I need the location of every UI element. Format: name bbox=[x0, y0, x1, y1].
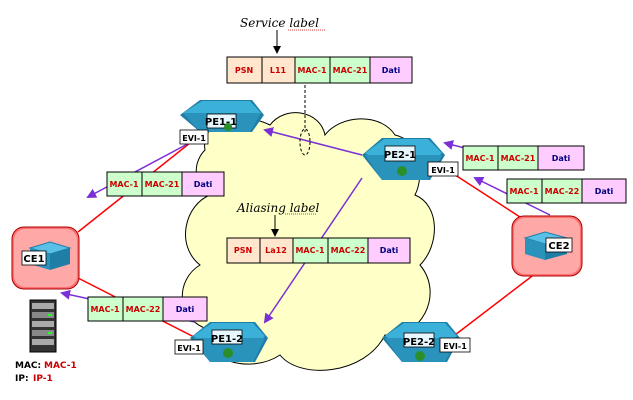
host-mac-key: MAC: bbox=[15, 361, 41, 371]
switch-ce1-label: CE1 bbox=[23, 254, 44, 265]
service-packet: PSN L11 MAC-1 MAC-21 Dati bbox=[226, 56, 413, 84]
left-bottom-cell-mac-dst: MAC-22 bbox=[126, 305, 161, 314]
service-cell-mac-src: MAC-1 bbox=[297, 66, 327, 75]
aliasing-label-title: Aliasing label bbox=[236, 201, 319, 215]
service-cell-psn: PSN bbox=[235, 66, 253, 75]
aliasing-packet: PSN La12 MAC-1 MAC-22 Dati bbox=[226, 237, 411, 264]
service-cell-mac-dst: MAC-21 bbox=[333, 66, 368, 75]
router-pe1-2: PE1-2 EVI-1 bbox=[174, 322, 268, 362]
switch-ce1: CE1 bbox=[11, 226, 80, 290]
router-pe2-1-evi: EVI-1 bbox=[431, 166, 455, 175]
server-rack-icon bbox=[29, 299, 57, 353]
router-pe1-1-label: PE1-1 bbox=[205, 117, 237, 128]
service-cell-label: L11 bbox=[270, 66, 287, 75]
router-pe1-2-evi: EVI-1 bbox=[177, 344, 201, 353]
dashed-marker bbox=[299, 128, 311, 156]
aliasing-cell-psn: PSN bbox=[234, 246, 252, 255]
left-bottom-cell-data: Dati bbox=[176, 305, 195, 314]
aliasing-cell-data: Dati bbox=[380, 246, 399, 255]
left-top-cell-mac-src: MAC-1 bbox=[109, 180, 139, 189]
router-pe2-1-label: PE2-1 bbox=[384, 150, 416, 161]
right-top-cell-data: Dati bbox=[552, 154, 571, 163]
router-pe1-1: PE1-1 EVI-1 bbox=[179, 100, 264, 145]
router-pe1-2-label: PE1-2 bbox=[211, 334, 243, 345]
left-top-cell-mac-dst: MAC-21 bbox=[145, 180, 180, 189]
router-pe2-2: PE2-2 EVI-1 bbox=[382, 322, 471, 362]
aliasing-cell-mac-dst: MAC-22 bbox=[331, 246, 366, 255]
host-info: MAC: MAC-1 IP: IP-1 bbox=[15, 361, 77, 384]
service-cell-data: Dati bbox=[382, 66, 401, 75]
router-pe2-1: PE2-1 EVI-1 bbox=[362, 138, 459, 180]
right-bottom-cell-mac-src: MAC-1 bbox=[509, 187, 539, 196]
aliasing-cell-label: La12 bbox=[265, 246, 287, 255]
host-mac-value: MAC-1 bbox=[44, 361, 77, 371]
router-pe1-1-evi: EVI-1 bbox=[182, 134, 206, 143]
switch-ce2: CE2 bbox=[511, 215, 583, 277]
left-top-cell-data: Dati bbox=[194, 180, 213, 189]
aliasing-cell-mac-src: MAC-1 bbox=[295, 246, 325, 255]
right-top-cell-mac-dst: MAC-21 bbox=[501, 154, 536, 163]
right-bottom-packet: MAC-1 MAC-22 Dati bbox=[506, 178, 627, 204]
switch-ce2-label: CE2 bbox=[548, 241, 569, 252]
left-bottom-cell-mac-src: MAC-1 bbox=[90, 305, 120, 314]
host-ip-value: IP-1 bbox=[33, 374, 53, 384]
right-bottom-cell-data: Dati bbox=[595, 187, 614, 196]
router-pe2-2-evi: EVI-1 bbox=[443, 342, 467, 351]
right-top-packet: MAC-1 MAC-21 Dati bbox=[462, 145, 585, 171]
left-top-packet: MAC-1 MAC-21 Dati bbox=[106, 171, 225, 197]
right-top-cell-mac-src: MAC-1 bbox=[465, 154, 495, 163]
router-pe2-2-label: PE2-2 bbox=[403, 337, 435, 348]
service-label-title: Service label bbox=[240, 16, 319, 30]
host-ip-key: IP: bbox=[15, 374, 29, 384]
left-bottom-packet: MAC-1 MAC-22 Dati bbox=[87, 296, 208, 322]
right-bottom-cell-mac-dst: MAC-22 bbox=[545, 187, 580, 196]
